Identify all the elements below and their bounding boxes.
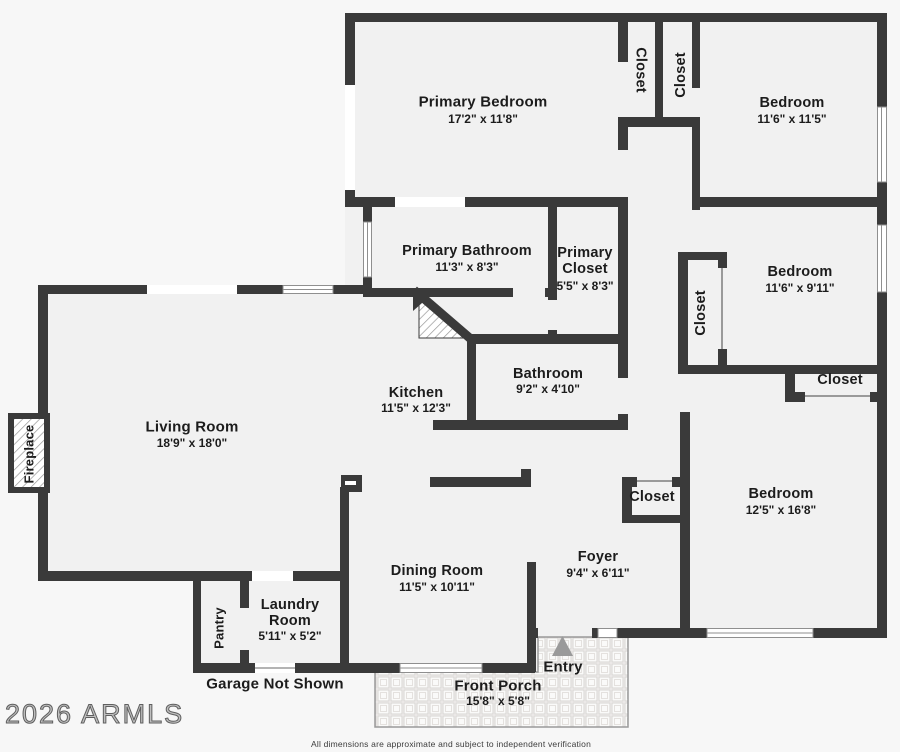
windows: [147, 85, 887, 673]
room-label-dining-room: Dining Room: [390, 562, 484, 579]
room-dims-living-room: 18'9" x 18'0": [156, 436, 228, 450]
room-label-foyer: Foyer: [577, 548, 619, 565]
room-dims-bathroom: 9'2" x 4'10": [516, 382, 580, 396]
room-label-bedroom-top-right: Bedroom: [759, 94, 825, 111]
fireplace-structure: [8, 413, 50, 493]
pantry-label: Pantry: [211, 607, 227, 649]
room-label-laundry-line1: Laundry: [260, 596, 320, 613]
room-dims-bedroom-bottom-right: 12'5" x 16'8": [745, 503, 817, 517]
room-label-bedroom-mid-right: Bedroom: [767, 263, 833, 280]
room-label-primary-closet-line2: Closet: [562, 260, 608, 277]
room-dims-primary-bedroom: 17'2" x 11'8": [448, 112, 518, 126]
angled-wall: [411, 286, 475, 344]
garage-note-label: Garage Not Shown: [206, 675, 344, 693]
room-dims-kitchen: 11'5" x 12'3": [381, 401, 451, 415]
room-dims-front-porch: 15'8" x 5'8": [466, 694, 530, 708]
room-label-kitchen: Kitchen: [388, 384, 444, 401]
closet-label-mid-right: Closet: [692, 290, 709, 336]
closet-label-foyer: Closet: [629, 488, 675, 505]
closet-label-top-1: Closet: [632, 47, 649, 93]
room-label-living-room: Living Room: [145, 418, 239, 436]
entry-label: Entry: [543, 658, 583, 676]
walls: [38, 13, 887, 673]
room-dims-bedroom-top-right: 11'6" x 11'5": [757, 112, 827, 126]
room-dims-dining-room: 11'5" x 10'11": [399, 580, 475, 594]
fireplace-label: Fireplace: [21, 424, 37, 484]
armls-watermark: 2026 ARMLS: [4, 699, 185, 729]
closet-label-bottom-right-bedroom: Closet: [817, 371, 863, 388]
room-dims-primary-bathroom: 11'3" x 8'3": [435, 260, 499, 274]
disclaimer-text: All dimensions are approximate and subje…: [310, 738, 592, 749]
room-label-front-porch: Front Porch: [454, 677, 542, 695]
room-label-bedroom-bottom-right: Bedroom: [748, 485, 814, 502]
room-dims-primary-closet: 5'5" x 8'3": [556, 279, 614, 293]
room-dims-bedroom-mid-right: 11'6" x 9'11": [765, 281, 835, 295]
room-label-primary-closet-line1: Primary: [557, 244, 613, 261]
closet-label-top-2: Closet: [672, 52, 689, 98]
room-label-laundry-line2: Room: [269, 612, 311, 629]
room-label-primary-bathroom: Primary Bathroom: [402, 242, 532, 259]
entry-arrow-icon: [552, 636, 573, 656]
room-dims-foyer: 9'4" x 6'11": [566, 566, 630, 580]
room-dims-laundry: 5'11" x 5'2": [258, 629, 322, 643]
room-label-bathroom: Bathroom: [512, 365, 584, 382]
room-label-primary-bedroom: Primary Bedroom: [418, 93, 548, 111]
